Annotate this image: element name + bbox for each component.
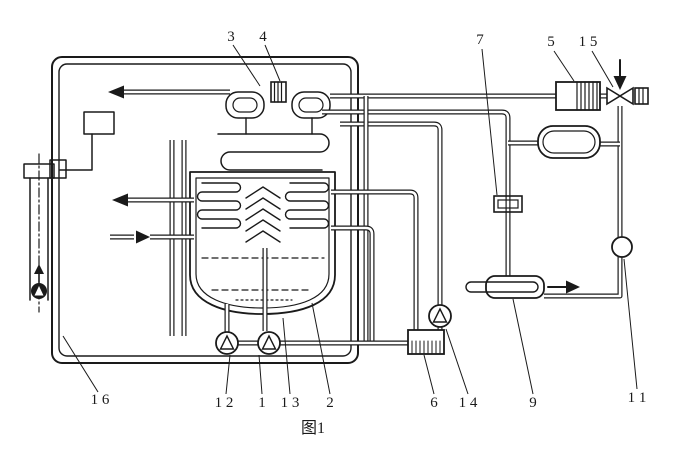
pump-14-impeller [432,307,448,323]
fitting-7 [493,195,523,213]
flow-down-arrow-icon [613,76,627,90]
leader-line-1 [258,354,263,395]
right-coil [284,182,330,229]
chevron-baffle [245,230,281,243]
leader-line-13 [282,317,291,395]
callout-label-15: 1 5 [579,34,598,50]
inner-box-pipe [59,133,93,171]
leader-line-6 [423,354,435,395]
left-pump-impeller [34,286,44,296]
leader-line-12 [225,354,231,395]
piping [110,89,623,346]
main-vessel [189,171,336,315]
receiver-tank [537,125,601,159]
leader-line-4 [264,44,281,82]
leader-line-16 [62,335,99,393]
leader-line-2 [311,302,331,395]
callout-label-3: 3 [227,29,235,45]
pipe [544,257,623,299]
chevron-baffle [245,197,281,210]
callout-label-5: 5 [547,34,555,50]
callout-label-14: 1 4 [459,395,478,411]
callout-label-11: 1 1 [628,390,647,406]
spiral-coil-right-inner [298,97,324,113]
pump-13-impeller [261,334,277,350]
callout-leaders [62,44,638,395]
serpentine-tube [217,133,330,171]
callout-label-6: 6 [430,395,438,411]
spiral-coil-right [291,91,331,119]
leader-line-11 [623,258,638,390]
spiral-coil-left-inner [232,97,258,113]
cabinet-outer-wall [51,56,359,364]
column-wall-bracket [49,159,67,179]
pipe [340,121,443,305]
flow-out-arrow-icon [566,280,580,294]
callout-label-12: 1 2 [215,395,234,411]
heat-exchanger-9-tube [465,281,539,293]
cabinet-inner-wall [58,63,352,357]
chevron-baffle [245,186,281,199]
receiver-tank-inner [542,130,596,154]
callout-label-9: 9 [529,395,537,411]
chevron-baffle [245,219,281,232]
callout-label-2: 2 [326,395,334,411]
flow-out-arrow-icon [112,193,128,207]
callout-label-1: 1 [258,395,266,411]
vessel-outer-shell [189,171,336,315]
pump-12-impeller [219,334,235,350]
leader-line-15 [591,50,614,88]
figure-caption: 图1 [301,420,325,437]
heat-exchanger-9-shell [485,275,545,299]
flow-arrows [108,59,627,294]
callout-labels: 3 4 7 5 1 5 1 6 1 2 1 1 3 2 6 1 4 9 1 1 [91,29,647,411]
fitting-7-inner [497,199,519,209]
leader-line-7 [481,48,498,196]
chevron-baffle [245,208,281,221]
leader-line-3 [232,44,261,87]
flow-out-arrow-icon [108,85,124,99]
callout-label-4: 4 [259,29,267,45]
callout-label-16: 1 6 [91,392,110,408]
main-cabinet [51,56,359,364]
valve-15-icon [606,86,622,106]
right-components [407,81,649,355]
base-box-6 [407,329,445,355]
leader-line-9 [512,298,534,395]
vessel-inner-shell [195,177,330,309]
leader-line-5 [553,50,575,82]
spiral-coil-left [225,91,265,119]
condenser-assembly [217,81,331,171]
valve-actuator-box [634,87,649,105]
leader-line-14 [445,328,469,395]
up-flow-arrow-icon [34,264,44,274]
valve-15-icon [618,86,634,106]
inner-box [83,111,115,135]
pumps [215,304,452,355]
sight-glass-11 [611,236,633,258]
left-coil [196,182,242,229]
left-column [23,153,67,313]
callout-label-13: 1 3 [281,395,300,411]
callout-label-7: 7 [476,32,484,48]
flow-in-arrow-icon [136,230,150,244]
